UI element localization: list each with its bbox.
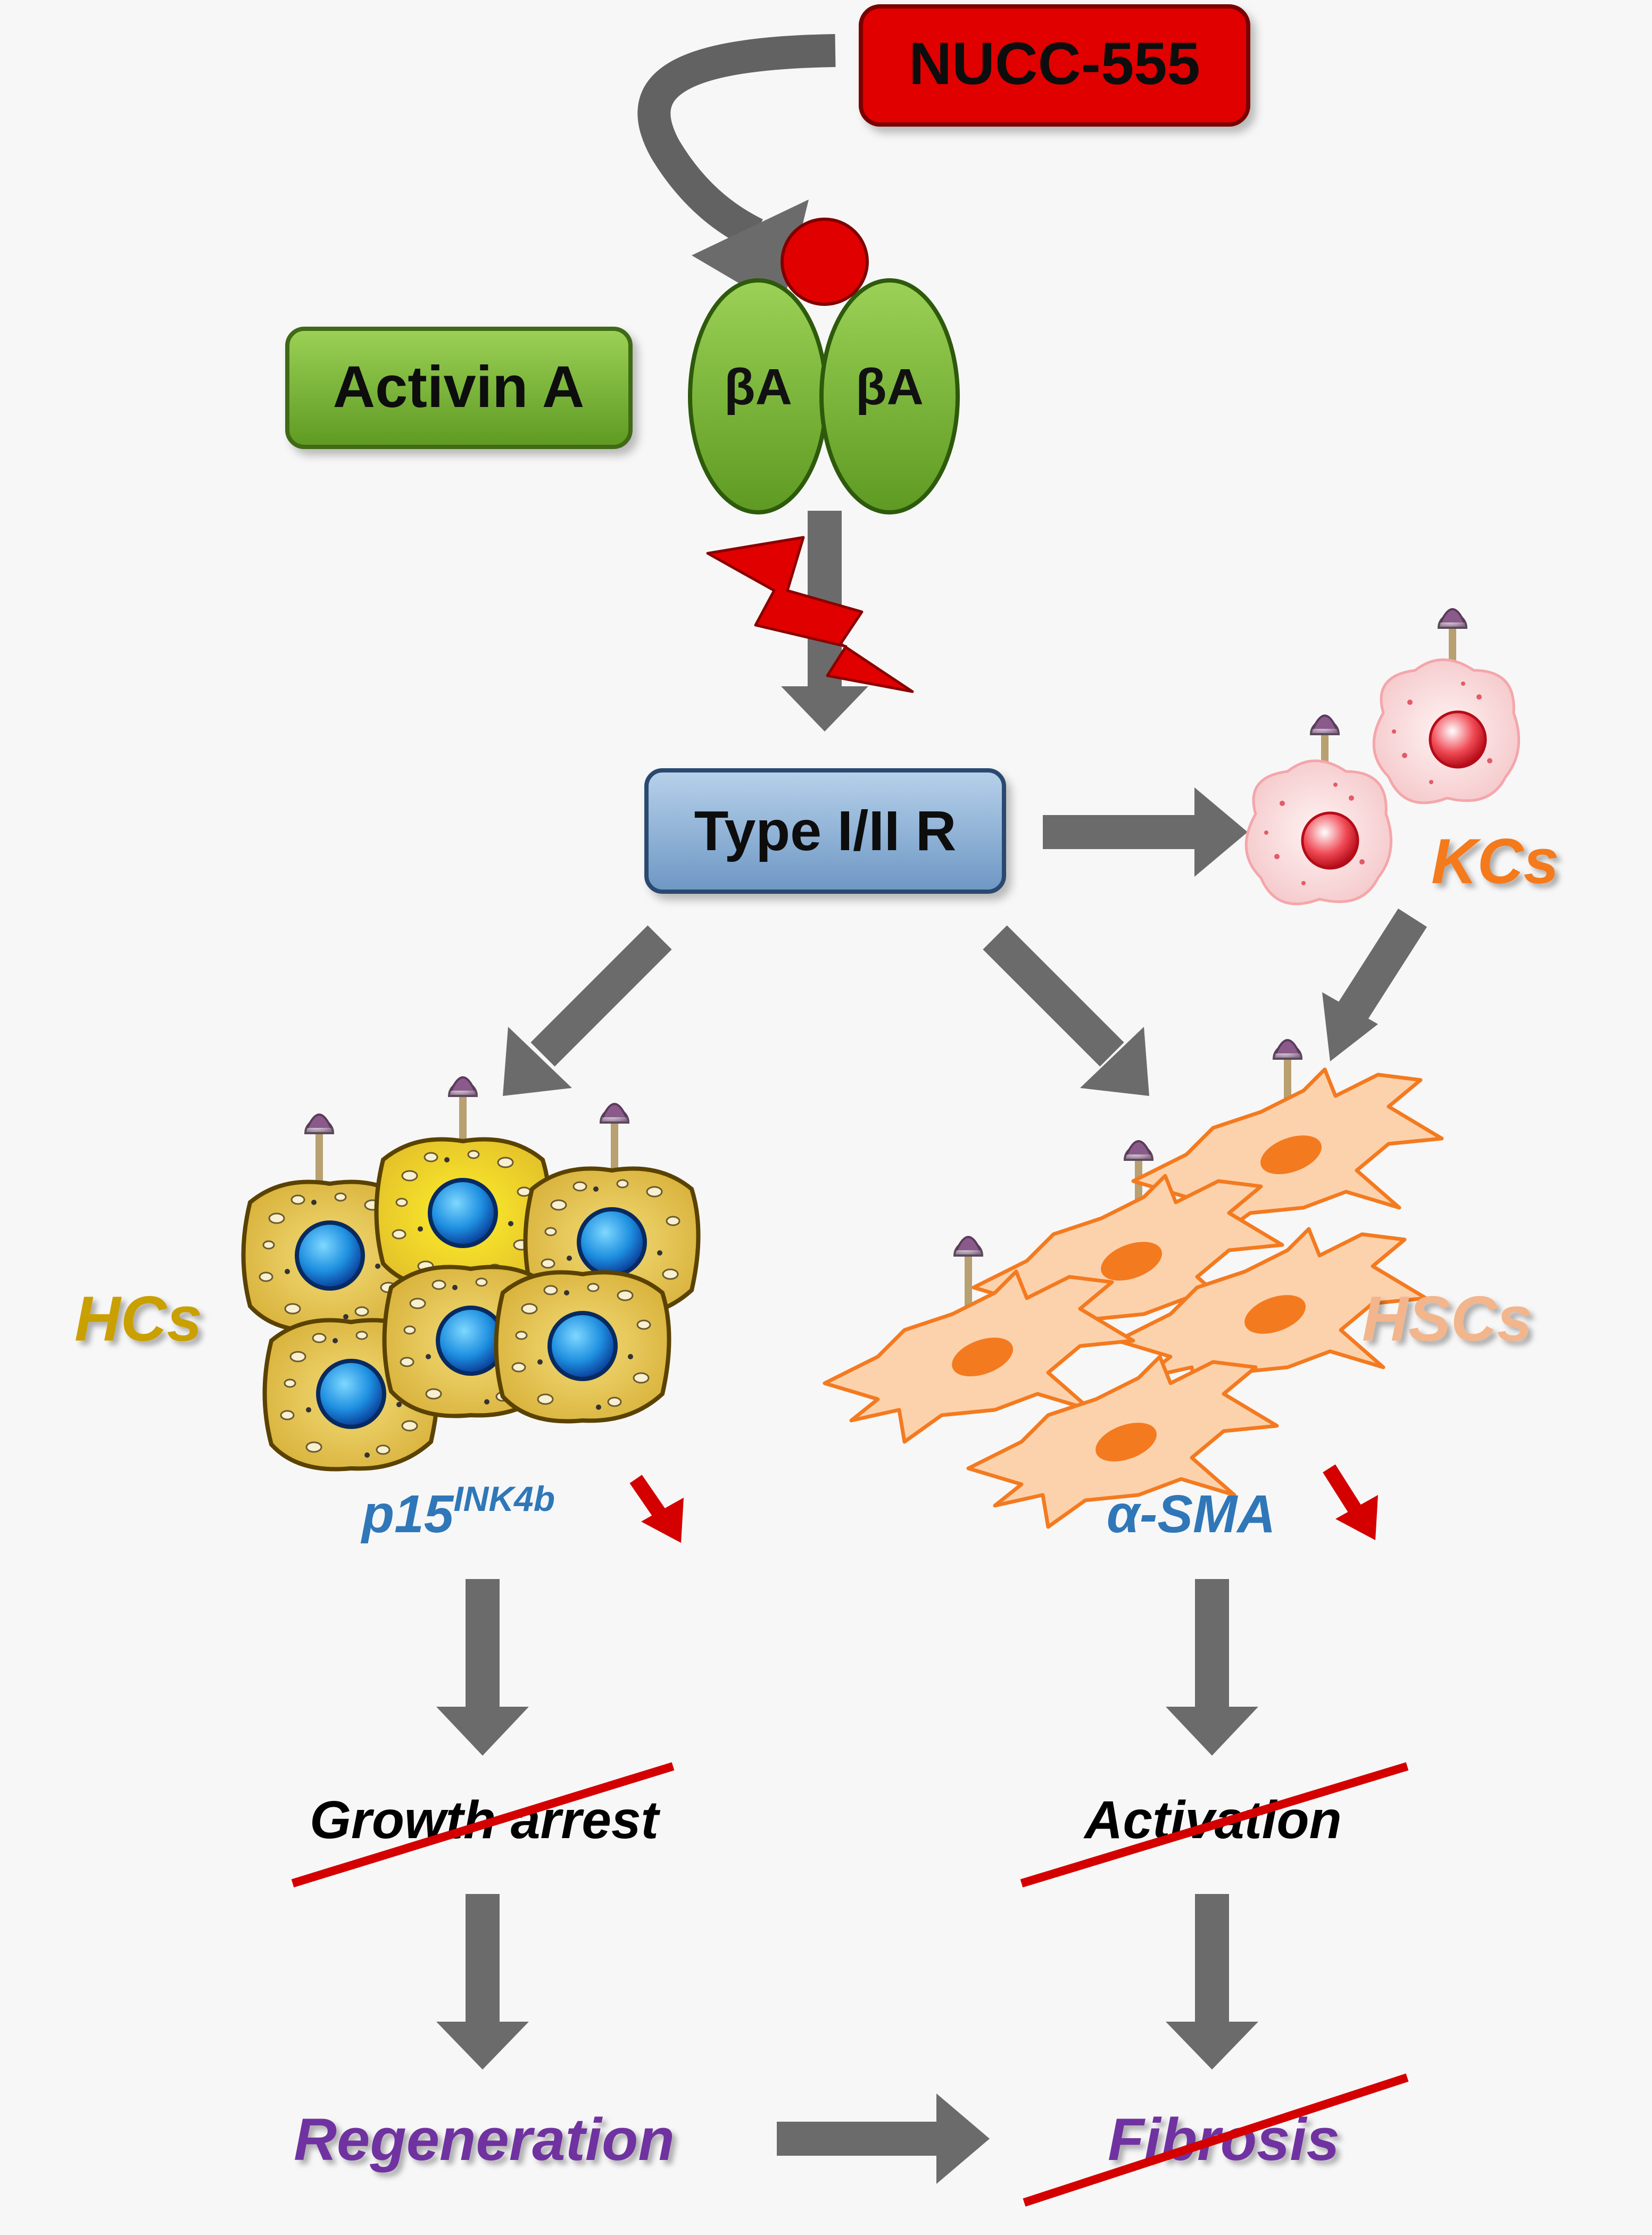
hcs-label: HCs — [74, 1283, 202, 1355]
activin-dimer: βA βA — [688, 218, 960, 514]
drug-label: NUCC-555 — [909, 30, 1200, 97]
hscs-label: HSCs — [1362, 1283, 1532, 1355]
receptor-box: Type I/II R — [644, 768, 1006, 894]
svg-text:p15INK4b: p15INK4b — [360, 1479, 555, 1544]
arrow-kcs-to-hscs — [1322, 908, 1427, 1061]
hepatocyte-cells — [244, 1077, 699, 1469]
hsc-marker: α-SMA — [1107, 1484, 1276, 1544]
arrow-regeneration-to-fibrosis — [777, 2093, 990, 2184]
hc-marker-superscript: INK4b — [453, 1479, 555, 1518]
arrow-hsc-to-process — [1166, 1579, 1258, 1756]
arrow-hc-to-process — [436, 1579, 529, 1756]
receptor-label: Type I/II R — [694, 800, 957, 862]
drug-box: NUCC-555 — [859, 4, 1250, 127]
arrow-hc-to-result — [436, 1894, 529, 2070]
subunit-left-label: βA — [724, 359, 792, 416]
ligand-box: Activin A — [285, 327, 633, 449]
hsc-process-strike — [1020, 1762, 1409, 1888]
hc-result-label: Regeneration — [294, 2106, 675, 2173]
arrow-hsc-to-result — [1166, 1894, 1258, 2070]
arrow-receptor-to-hcs — [503, 925, 672, 1096]
arrow-receptor-to-kcs — [1043, 787, 1248, 877]
subunit-right-label: βA — [856, 359, 924, 416]
curved-arrow-drug-to-ligand — [637, 34, 836, 309]
drug-binding-dot — [781, 218, 869, 306]
hc-marker: p15INK4b — [360, 1479, 555, 1544]
stellate-cells — [825, 1040, 1442, 1527]
hc-marker-down-arrow-icon — [629, 1475, 684, 1543]
hsc-result-strike — [1023, 2073, 1409, 2207]
kcs-label: KCs — [1431, 826, 1559, 897]
hc-marker-label: p15 — [360, 1484, 454, 1544]
hc-process-strike — [291, 1762, 675, 1888]
subunit-right-shape — [819, 278, 960, 514]
hsc-marker-down-arrow-icon — [1323, 1464, 1378, 1540]
lightning-icon — [706, 536, 914, 693]
ligand-label: Activin A — [333, 354, 585, 420]
hsc-marker-label: α-SMA — [1107, 1484, 1276, 1544]
arrow-receptor-to-hscs — [983, 925, 1149, 1096]
